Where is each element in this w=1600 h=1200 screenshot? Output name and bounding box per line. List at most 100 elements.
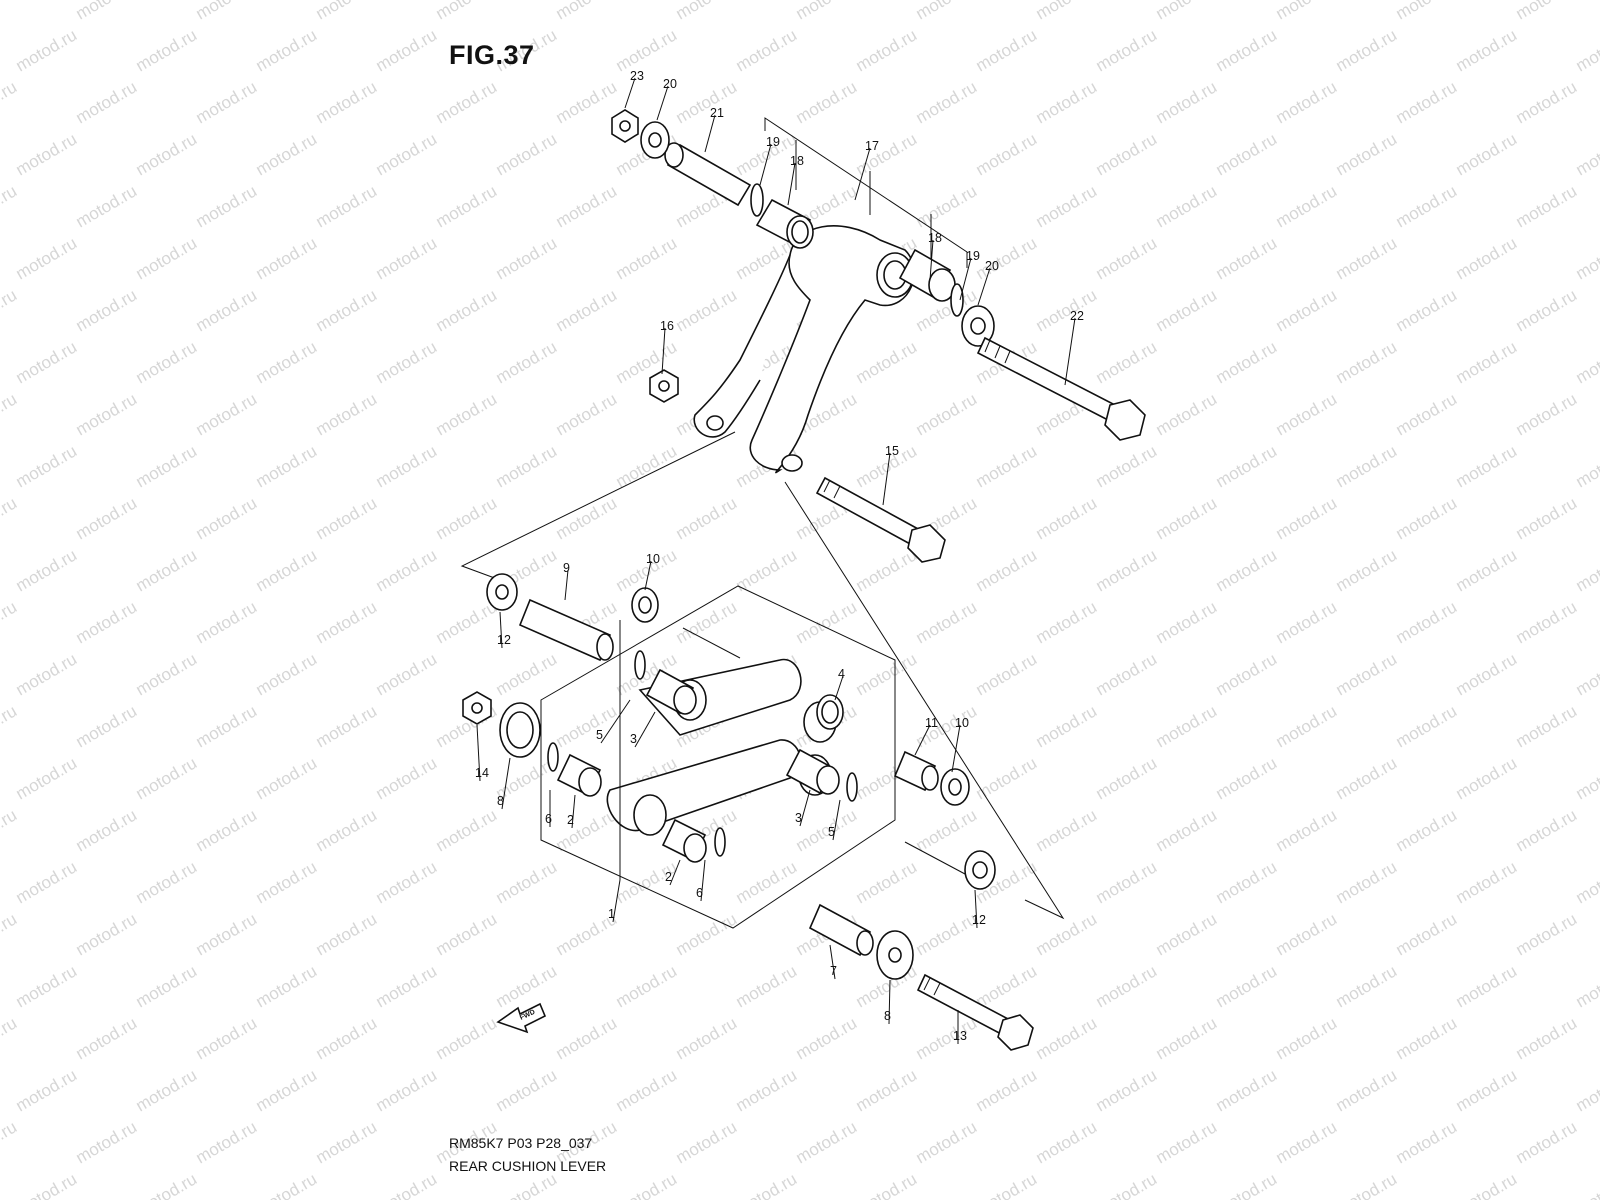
watermark-text: motod.ru — [433, 0, 501, 23]
watermark-text: motod.ru — [193, 0, 261, 23]
watermark-text: motod.ru — [1033, 0, 1101, 23]
watermark-text: motod.ru — [1573, 649, 1600, 699]
watermark-text: motod.ru — [853, 337, 921, 387]
watermark-text: motod.ru — [1273, 493, 1341, 543]
watermark-text: motod.ru — [673, 1013, 741, 1063]
watermark-text: motod.ru — [973, 961, 1041, 1011]
watermark-text: motod.ru — [1153, 597, 1221, 647]
watermark-text: motod.ru — [253, 649, 321, 699]
callout-3: 3 — [630, 732, 637, 746]
watermark-text: motod.ru — [0, 493, 20, 543]
watermark-text: motod.ru — [1333, 649, 1401, 699]
watermark-text: motod.ru — [1273, 1117, 1341, 1167]
callout-9: 9 — [563, 561, 570, 575]
watermark-text: motod.ru — [193, 1013, 261, 1063]
callout-18: 18 — [790, 154, 804, 168]
watermark-text: motod.ru — [673, 0, 741, 23]
watermark-text: motod.ru — [373, 649, 441, 699]
watermark-text: motod.ru — [733, 1169, 801, 1200]
watermark-text: motod.ru — [1573, 233, 1600, 283]
watermark-text: motod.ru — [193, 909, 261, 959]
watermark-text: motod.ru — [973, 1169, 1041, 1200]
watermark-text: motod.ru — [1453, 337, 1521, 387]
watermark-text: motod.ru — [253, 1169, 321, 1200]
watermark-text: motod.ru — [1273, 389, 1341, 439]
watermark-text: motod.ru — [433, 285, 501, 335]
watermark-text: motod.ru — [1213, 441, 1281, 491]
watermark-text: motod.ru — [433, 493, 501, 543]
callout-leader — [644, 560, 652, 591]
watermark-text: motod.ru — [973, 545, 1041, 595]
watermark-text: motod.ru — [613, 25, 681, 75]
watermark-text: motod.ru — [913, 597, 981, 647]
watermark-text: motod.ru — [1513, 77, 1581, 127]
watermark-text: motod.ru — [0, 701, 20, 751]
watermark-text: motod.ru — [1453, 857, 1521, 907]
watermark-text: motod.ru — [253, 233, 321, 283]
watermark-text: motod.ru — [1213, 649, 1281, 699]
washer-20 — [640, 121, 995, 347]
watermark-text: motod.ru — [313, 285, 381, 335]
watermark-text: motod.ru — [973, 129, 1041, 179]
bearing-2 — [556, 753, 707, 863]
callout-4: 4 — [838, 667, 845, 681]
watermark-text: motod.ru — [913, 77, 981, 127]
callout-leader — [914, 724, 931, 756]
watermark-text: motod.ru — [1093, 233, 1161, 283]
watermark-text: motod.ru — [1273, 77, 1341, 127]
watermark-text: motod.ru — [1333, 753, 1401, 803]
fwd-arrow-icon: FWD — [496, 1002, 547, 1034]
watermark-text: motod.ru — [493, 129, 561, 179]
watermark-text: motod.ru — [253, 753, 321, 803]
callout-2: 2 — [567, 813, 574, 827]
watermark-text: motod.ru — [553, 1013, 621, 1063]
watermark-text: motod.ru — [13, 441, 81, 491]
watermark-text: motod.ru — [1573, 1169, 1600, 1200]
watermark-text: motod.ru — [313, 0, 381, 23]
figure-code: RM85K7 P03 P28_037 — [449, 1135, 593, 1151]
watermark-text: motod.ru — [133, 1169, 201, 1200]
watermark-text: motod.ru — [1393, 1117, 1461, 1167]
watermark-text: motod.ru — [1273, 597, 1341, 647]
watermark-text: motod.ru — [0, 389, 20, 439]
watermark-text: motod.ru — [1153, 1117, 1221, 1167]
callout-leader — [829, 944, 836, 980]
watermark-text: motod.ru — [1513, 1013, 1581, 1063]
watermark-text: motod.ru — [1093, 649, 1161, 699]
watermark-text: motod.ru — [1273, 805, 1341, 855]
callout-leader — [832, 799, 841, 841]
watermark-text: motod.ru — [1453, 25, 1521, 75]
callout-leader — [787, 162, 796, 206]
callout-leader — [704, 114, 716, 153]
watermark-text: motod.ru — [853, 857, 921, 907]
watermark-text: motod.ru — [13, 337, 81, 387]
watermark-text: motod.ru — [1273, 0, 1341, 23]
watermark-text: motod.ru — [313, 909, 381, 959]
watermark-text: motod.ru — [793, 1013, 861, 1063]
watermark-text: motod.ru — [0, 0, 20, 23]
callout-7: 7 — [830, 964, 837, 978]
callout-leader — [700, 859, 706, 902]
watermark-text: motod.ru — [1573, 961, 1600, 1011]
watermark-text: motod.ru — [493, 233, 561, 283]
callout-6: 6 — [545, 812, 552, 826]
watermark-text: motod.ru — [1093, 25, 1161, 75]
watermark-text: motod.ru — [1513, 0, 1581, 23]
watermark-text: motod.ru — [1393, 1013, 1461, 1063]
callout-labels: 1223345566788910101112121314151617181819… — [475, 69, 1084, 1044]
watermark-text: motod.ru — [853, 25, 921, 75]
callout-leader — [612, 879, 621, 923]
watermark-text: motod.ru — [73, 285, 141, 335]
watermark-text: motod.ru — [133, 1065, 201, 1115]
watermark-text: motod.ru — [73, 0, 141, 23]
callout-leader — [951, 724, 961, 773]
watermark-text: motod.ru — [313, 701, 381, 751]
callout-leader — [476, 724, 481, 782]
top-assembly-bracket — [764, 117, 968, 268]
watermark-text: motod.ru — [73, 909, 141, 959]
watermark-text: motod.ru — [73, 181, 141, 231]
watermark-text: motod.ru — [1153, 285, 1221, 335]
watermark-text: motod.ru — [1573, 441, 1600, 491]
watermark-text: motod.ru — [1393, 597, 1461, 647]
watermark-text: motod.ru — [133, 337, 201, 387]
